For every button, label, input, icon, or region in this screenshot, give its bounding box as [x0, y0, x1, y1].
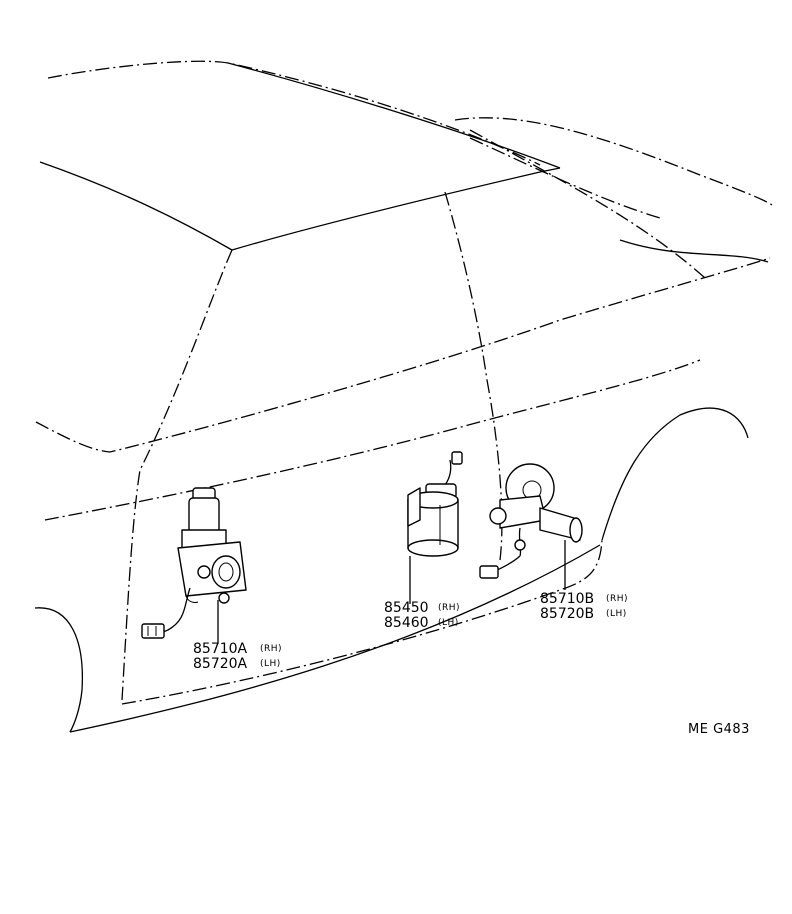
rear-motor-lh-number: 85720B — [540, 606, 594, 622]
lock-actuator — [407, 451, 463, 557]
label-actuator: 85450 (RH) 85460 (LH) — [384, 600, 460, 631]
label-front-motor: 85710A (RH) 85720A (LH) — [193, 641, 282, 672]
actuator-lh-side: (LH) — [438, 618, 459, 628]
front-motor-lh-side: (LH) — [260, 659, 281, 669]
diagram-code: ME G483 — [688, 722, 750, 737]
front-motor-rh-number: 85710A — [193, 641, 248, 657]
actuator-rh-side: (RH) — [438, 603, 460, 613]
rear-motor-rh-number: 85710B — [540, 591, 594, 607]
rear-motor-assembly — [479, 463, 583, 579]
rear-motor-rh-side: (RH) — [606, 594, 628, 604]
front-motor-rh-side: (RH) — [260, 644, 282, 654]
actuator-lh-number: 85460 — [384, 615, 429, 631]
front-motor-assembly — [141, 487, 247, 639]
rear-motor-lh-side: (LH) — [606, 609, 627, 619]
label-rear-motor: 85710B (RH) 85720B (LH) — [540, 591, 628, 622]
leader-lines — [217, 540, 566, 644]
actuator-rh-number: 85450 — [384, 600, 429, 616]
car-body-outline — [34, 60, 773, 733]
front-motor-lh-number: 85720A — [193, 656, 248, 672]
